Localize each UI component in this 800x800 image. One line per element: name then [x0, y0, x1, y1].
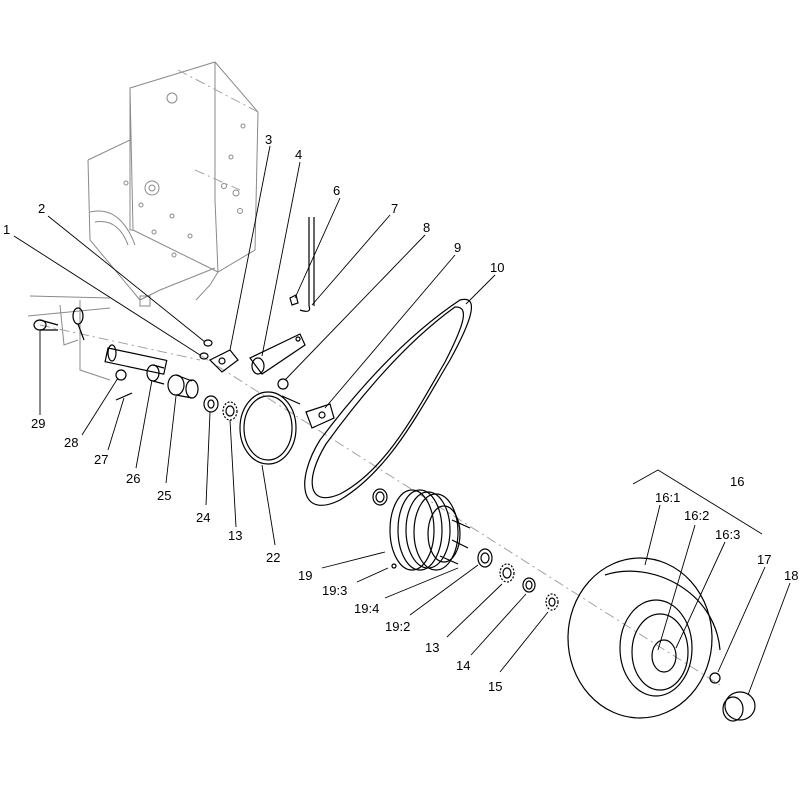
washers-1-2 — [199, 339, 213, 360]
bracket-3 — [208, 349, 239, 373]
callout-16-1: 16:1 — [655, 490, 680, 505]
gear-13-lower — [499, 563, 515, 583]
callout-4: 4 — [295, 147, 302, 162]
rod-6-7 — [289, 217, 315, 312]
spacer-8 — [277, 378, 289, 390]
bracket-9 — [305, 403, 335, 429]
bearing-upper — [372, 488, 388, 506]
shaft-pivot — [104, 344, 168, 375]
frame-bracket — [27, 61, 259, 381]
callout-17: 17 — [757, 552, 771, 567]
lug-nut-17 — [709, 672, 721, 684]
callout-7: 7 — [391, 201, 398, 216]
callout-19-4: 19:4 — [354, 601, 379, 616]
center-axis-left — [39, 324, 201, 361]
callout-16-2: 16:2 — [684, 508, 709, 523]
callout-25: 25 — [157, 488, 171, 503]
belt-10 — [304, 298, 473, 506]
callout-19-3: 19:3 — [322, 583, 347, 598]
callout-6: 6 — [333, 183, 340, 198]
callout-29: 29 — [31, 416, 45, 431]
tire-wheel-16 — [567, 557, 721, 719]
brake-band-22 — [239, 391, 301, 465]
callout-26: 26 — [126, 471, 140, 486]
wheel-hub-pulley-19 — [389, 489, 471, 571]
cap-18 — [722, 691, 756, 722]
lock-pin — [72, 307, 85, 341]
callouts: 1 2 3 4 6 7 8 9 10 16 16:1 16:2 16:3 17 … — [3, 132, 798, 694]
nut-28 — [115, 369, 127, 381]
callout-22: 22 — [266, 550, 280, 565]
callout-13-upper: 13 — [228, 528, 242, 543]
nut-15 — [545, 593, 559, 611]
callout-9: 9 — [454, 240, 461, 255]
callout-14: 14 — [456, 658, 470, 673]
center-axis — [199, 354, 721, 686]
callout-13-lower: 13 — [425, 640, 439, 655]
callout-8: 8 — [423, 220, 430, 235]
callout-18: 18 — [784, 568, 798, 583]
callout-28: 28 — [64, 435, 78, 450]
callout-19-2: 19:2 — [385, 619, 410, 634]
callout-3: 3 — [265, 132, 272, 147]
callout-2: 2 — [38, 201, 45, 216]
group-bracket-16 — [632, 469, 763, 535]
callout-19: 19 — [298, 568, 312, 583]
idler-arm-4 — [249, 333, 306, 375]
washer-24 — [203, 395, 219, 413]
bushing-25 — [167, 374, 199, 399]
gear-13-upper — [222, 401, 238, 421]
callout-16-3: 16:3 — [715, 527, 740, 542]
spacer-26 — [146, 364, 165, 385]
cotter-pin-27 — [115, 392, 133, 401]
callout-15: 15 — [488, 679, 502, 694]
callout-1: 1 — [3, 222, 10, 237]
callout-10: 10 — [490, 260, 504, 275]
callout-16: 16 — [730, 474, 744, 489]
callout-24: 24 — [196, 510, 210, 525]
callout-27: 27 — [94, 452, 108, 467]
washer-14 — [522, 577, 536, 593]
bearing-19-2 — [477, 548, 493, 568]
leader-lines — [13, 145, 791, 696]
